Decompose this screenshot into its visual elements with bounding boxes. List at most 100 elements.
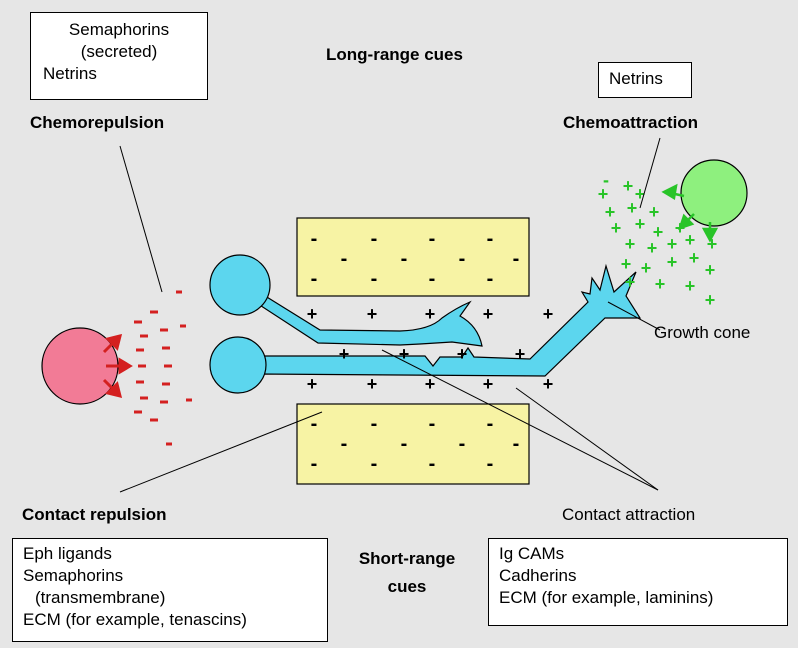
svg-text:+: +: [705, 290, 716, 310]
svg-text:-: -: [311, 228, 318, 250]
short-range-heading-line1: Short-range: [358, 549, 456, 568]
chemorepulsion-example-2: (secreted): [80, 42, 158, 61]
svg-text:+: +: [685, 276, 696, 296]
svg-text:+: +: [625, 234, 636, 254]
svg-text:+: +: [367, 304, 378, 324]
svg-text:-: -: [311, 268, 318, 290]
contact-repulsion-example-2: Semaphorins: [23, 566, 124, 585]
short-range-cues-heading: Short-range cues: [342, 548, 472, 598]
contact-attraction-example-1: Ig CAMs: [499, 544, 565, 563]
svg-text:-: -: [401, 248, 408, 270]
callout-lines: [119, 137, 661, 493]
contact-attraction-example-3: ECM (for example, laminins): [499, 588, 714, 607]
svg-text:-: -: [371, 228, 378, 250]
svg-text:+: +: [625, 272, 636, 292]
svg-text:-: -: [487, 268, 494, 290]
svg-text:+: +: [635, 214, 646, 234]
svg-text:-: -: [401, 433, 408, 455]
svg-text:-: -: [603, 170, 609, 190]
svg-text:+: +: [627, 198, 638, 218]
svg-text:-: -: [487, 453, 494, 475]
chemorepulsion-example-1: Semaphorins: [68, 20, 170, 39]
chemoattraction-example-1: Netrins: [609, 69, 663, 88]
contact-attraction-example-2: Cadherins: [499, 566, 577, 585]
svg-text:+: +: [367, 374, 378, 394]
svg-text:+: +: [685, 230, 696, 250]
contact-attraction-examples-box: Ig CAMs Cadherins ECM (for example, lami…: [488, 538, 788, 626]
svg-text:+: +: [307, 304, 318, 324]
short-range-heading-line2: cues: [387, 577, 427, 596]
svg-text:+: +: [457, 344, 468, 364]
contact-repulsion-example-1: Eph ligands: [23, 544, 112, 563]
attractant-gradient: [661, 183, 719, 243]
svg-text:+: +: [605, 202, 616, 222]
lower-substrate-charges: ---- ---- ----: [311, 413, 520, 475]
svg-text:-: -: [487, 228, 494, 250]
svg-text:+: +: [425, 304, 436, 324]
svg-text:+: +: [307, 374, 318, 394]
contact-repulsion-title: Contact repulsion: [22, 505, 167, 524]
svg-text:-: -: [487, 413, 494, 435]
svg-text:-: -: [371, 268, 378, 290]
svg-text:+: +: [647, 238, 658, 258]
svg-text:-: -: [371, 413, 378, 435]
svg-text:+: +: [653, 222, 664, 242]
svg-text:-: -: [513, 433, 520, 455]
svg-text:+: +: [543, 304, 554, 324]
contact-repulsion-example-3: (transmembrane): [35, 588, 166, 607]
chemoattraction-examples-box: Netrins: [598, 62, 692, 98]
svg-text:-: -: [429, 413, 436, 435]
upper-neuron: [209, 254, 483, 347]
svg-text:+: +: [483, 374, 494, 394]
svg-text:+: +: [425, 374, 436, 394]
svg-text:+: +: [675, 218, 686, 238]
svg-text:+: +: [399, 344, 410, 364]
contact-attraction-title: Contact attraction: [562, 505, 696, 524]
svg-text:+: +: [623, 176, 634, 196]
svg-text:-: -: [429, 268, 436, 290]
svg-text:+: +: [515, 344, 526, 364]
svg-text:+: +: [667, 234, 678, 254]
svg-text:+: +: [598, 184, 609, 204]
chemorepulsion-examples-box: Semaphorins (secreted) Netrins: [30, 12, 208, 100]
svg-text:+: +: [339, 344, 350, 364]
svg-text:+: +: [543, 374, 554, 394]
chemoattraction-title: Chemoattraction: [563, 113, 699, 132]
svg-text:+: +: [483, 304, 494, 324]
svg-text:+: +: [705, 260, 716, 280]
contact-repulsion-example-4: ECM (for example, tenascins): [23, 610, 247, 629]
svg-text:+: +: [649, 202, 660, 222]
svg-text:+: +: [667, 252, 678, 272]
svg-text:-: -: [459, 248, 466, 270]
lower-repulsive-substrate: [296, 403, 530, 485]
svg-text:+: +: [655, 274, 666, 294]
svg-text:-: -: [429, 228, 436, 250]
long-range-cues-heading: Long-range cues: [326, 45, 463, 64]
svg-text:-: -: [311, 453, 318, 475]
svg-text:-: -: [459, 433, 466, 455]
repellent-gradient: [102, 290, 192, 446]
growth-cone-label: Growth cone: [654, 323, 751, 342]
attractant-plus-signs: +++ +++ ++++ +++++ +++++ ++++ -: [598, 170, 718, 310]
upper-substrate-charges: ---- ---- ----: [311, 228, 520, 290]
svg-text:+: +: [707, 234, 718, 254]
svg-text:-: -: [371, 453, 378, 475]
svg-text:+: +: [689, 248, 700, 268]
upper-repulsive-substrate: [296, 217, 530, 297]
chemorepulsion-example-3: Netrins: [43, 64, 97, 83]
lower-neuron: [209, 263, 642, 394]
pathway-positive-charges: + + + + + + + + + + + + + +: [307, 304, 554, 394]
svg-text:-: -: [311, 413, 318, 435]
svg-text:-: -: [429, 453, 436, 475]
svg-text:+: +: [641, 258, 652, 278]
attractant-cell: [680, 159, 748, 227]
svg-text:-: -: [513, 248, 520, 270]
svg-text:+: +: [611, 218, 622, 238]
svg-text:-: -: [341, 433, 348, 455]
svg-text:-: -: [341, 248, 348, 270]
chemorepulsion-title: Chemorepulsion: [30, 113, 165, 132]
svg-text:+: +: [621, 254, 632, 274]
contact-repulsion-examples-box: Eph ligands Semaphorins (transmembrane) …: [12, 538, 328, 642]
svg-text:+: +: [635, 184, 646, 204]
